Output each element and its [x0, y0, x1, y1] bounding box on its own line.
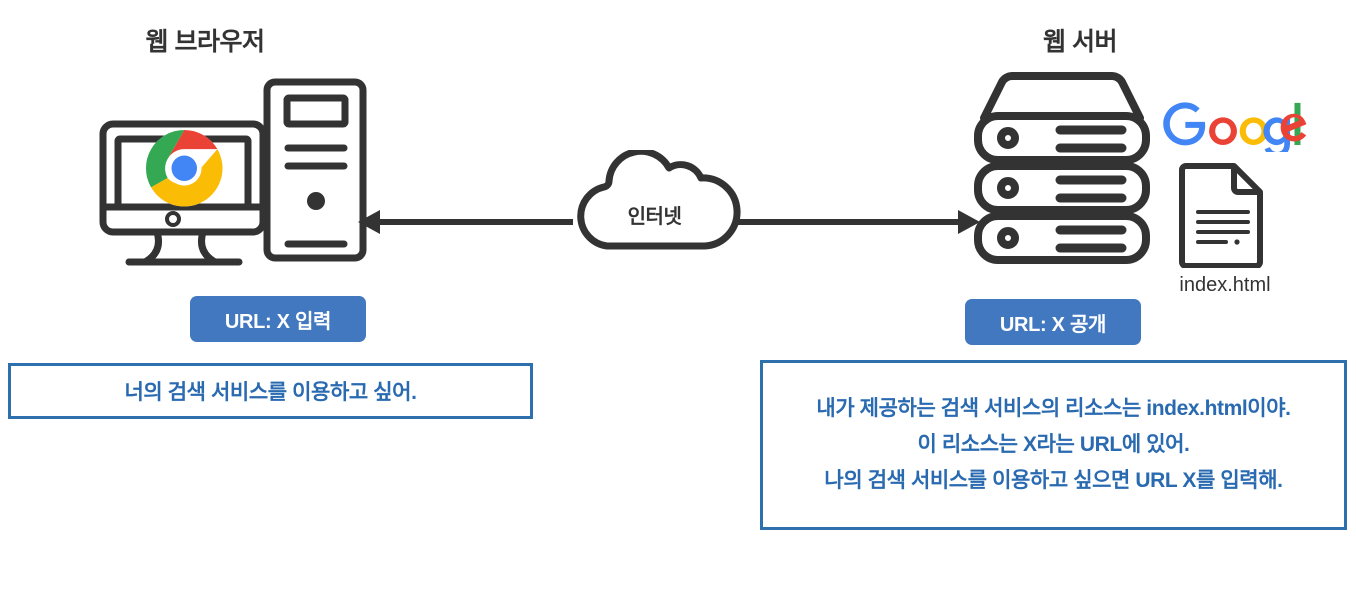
html-document-icon [1178, 160, 1268, 269]
document-caption: index.html [1179, 274, 1271, 296]
server-stack-icon [968, 70, 1178, 270]
message-box-server: 내가 제공하는 검색 서비스의 리소스는 index.html이야. 이 리소스… [760, 360, 1347, 530]
google-wordmark-logo [1160, 96, 1315, 158]
message-line: 너의 검색 서비스를 이용하고 싶어. [124, 381, 417, 404]
browser-node-title: 웹 브라우저 [145, 28, 265, 56]
message-line: 내가 제공하는 검색 서비스의 리소스는 index.html이야. [816, 397, 1291, 420]
arrow-left-icon [358, 206, 573, 238]
badge-url-input[interactable]: URL: X 입력 [190, 296, 366, 342]
message-line: 나의 검색 서비스를 이용하고 싶으면 URL X를 입력해. [824, 469, 1283, 492]
arrow-right-icon [730, 206, 980, 238]
badge-url-publish[interactable]: URL: X 공개 [965, 299, 1141, 345]
desktop-computer-with-chrome-icon [85, 62, 375, 274]
internet-cloud-icon [562, 147, 747, 254]
cloud-label: 인터넷 [627, 206, 682, 228]
message-line: 이 리소스는 X라는 URL에 있어. [917, 433, 1190, 456]
server-node-title: 웹 서버 [1043, 28, 1117, 56]
message-box-browser: 너의 검색 서비스를 이용하고 싶어. [8, 363, 533, 419]
